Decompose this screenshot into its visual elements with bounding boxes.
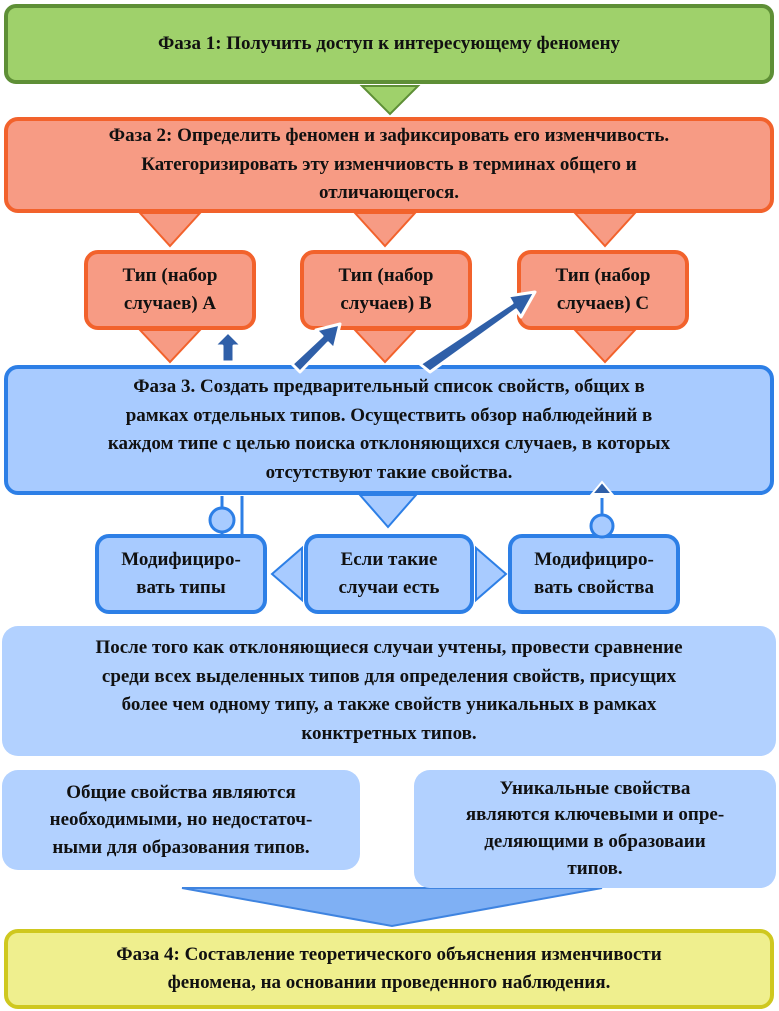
modify-types-line-2: вать типы <box>136 577 226 598</box>
common-props-line-2: необходимыми, но недостаточ- <box>49 809 313 831</box>
phase2-line-2: Категоризировать эту изменчиовсть в терм… <box>141 153 637 175</box>
type-b-line-2: случаев) B <box>340 293 432 314</box>
unique-props-line-2: являются ключевыми и опре- <box>465 804 725 826</box>
type-c-line-1: Тип (набор <box>555 265 651 287</box>
type-box-c: Тип (набор случаев) C <box>517 250 689 330</box>
phase1-box: Фаза 1: Получить доступ к интересующему … <box>4 4 774 84</box>
if-cases-line-1: Если такие <box>340 549 438 571</box>
down-arrow-phase3 <box>357 494 419 529</box>
down-arrow-phase1 <box>359 85 421 116</box>
type-a-line-1: Тип (набор <box>122 265 218 287</box>
down-arrow-phase2-c <box>572 212 638 248</box>
phase3-box: Фаза 3. Создать предварительный список с… <box>4 365 774 495</box>
if-cases-box: Если такие случаи есть <box>304 534 474 614</box>
down-arrow-phase4 <box>181 887 603 928</box>
modify-props-line-1: Модифициро- <box>534 549 654 571</box>
modify-props-box: Модифициро- вать свойства <box>508 534 680 614</box>
phase2-line-1: Фаза 2: Определить феномен и зафиксирова… <box>108 125 670 147</box>
modify-props-line-2: вать свойства <box>534 577 654 598</box>
comparison-line-4: конктретных типов. <box>301 722 477 744</box>
phase3-line-2: рамках отдельных типов. Осуществить обзо… <box>125 404 653 426</box>
down-arrow-type-b <box>352 329 418 364</box>
modify-types-box: Модифициро- вать типы <box>95 534 267 614</box>
modify-types-connector <box>208 496 244 534</box>
phase2-box: Фаза 2: Определить феномен и зафиксирова… <box>4 117 774 213</box>
unique-props-line-4: типов. <box>567 857 623 879</box>
down-arrow-phase2-a <box>137 212 203 248</box>
phase3-line-4: отсутствуют такие свойства. <box>265 461 513 483</box>
phase3-line-1: Фаза 3. Создать предварительный список с… <box>133 376 645 397</box>
if-cases-line-2: случаи есть <box>338 577 440 598</box>
phase2-line-3: отличающегося. <box>318 182 460 204</box>
comparison-line-1: После того как отклоняющиеся случаи учте… <box>95 637 683 658</box>
type-a-line-2: случаев) A <box>123 293 217 314</box>
unique-props-box: Уникальные свойства являются ключевыми и… <box>414 770 776 888</box>
up-arrow-to-type-a <box>212 330 244 364</box>
common-props-line-3: ными для образования типов. <box>52 836 310 858</box>
type-box-b: Тип (набор случаев) B <box>300 250 472 330</box>
right-arrow-if-cases <box>475 545 508 603</box>
left-arrow-if-cases <box>270 545 303 603</box>
comparison-line-2: среди всех выделенных типов для определе… <box>101 665 677 687</box>
type-b-line-1: Тип (набор <box>338 265 434 287</box>
phase4-box: Фаза 4: Составление теоретического объяс… <box>4 929 774 1009</box>
down-arrow-phase2-b <box>352 212 418 248</box>
unique-props-line-3: деляющими в образоваии <box>484 831 706 852</box>
common-props-box: Общие свойства являются необходимыми, но… <box>2 770 360 870</box>
phase4-line-1: Фаза 4: Составление теоретического объяс… <box>116 943 662 965</box>
comparison-line-3: более чем одному типу, а также свойств у… <box>121 694 657 715</box>
phase1-text: Фаза 1: Получить доступ к интересующему … <box>157 33 621 55</box>
phase4-line-2: феномена, на основании проведенного набл… <box>167 972 611 993</box>
common-props-line-1: Общие свойства являются <box>66 781 296 803</box>
comparison-box: После того как отклоняющиеся случаи учте… <box>2 626 776 756</box>
phase3-line-3: каждом типе с целью поиска отклоняющихся… <box>107 433 671 454</box>
down-arrow-type-a <box>137 329 203 364</box>
down-arrow-type-c <box>572 329 638 364</box>
modify-types-line-1: Модифициро- <box>121 549 241 571</box>
type-c-line-2: случаев) C <box>556 293 650 314</box>
type-box-a: Тип (набор случаев) A <box>84 250 256 330</box>
unique-props-line-1: Уникальные свойства <box>499 777 691 799</box>
